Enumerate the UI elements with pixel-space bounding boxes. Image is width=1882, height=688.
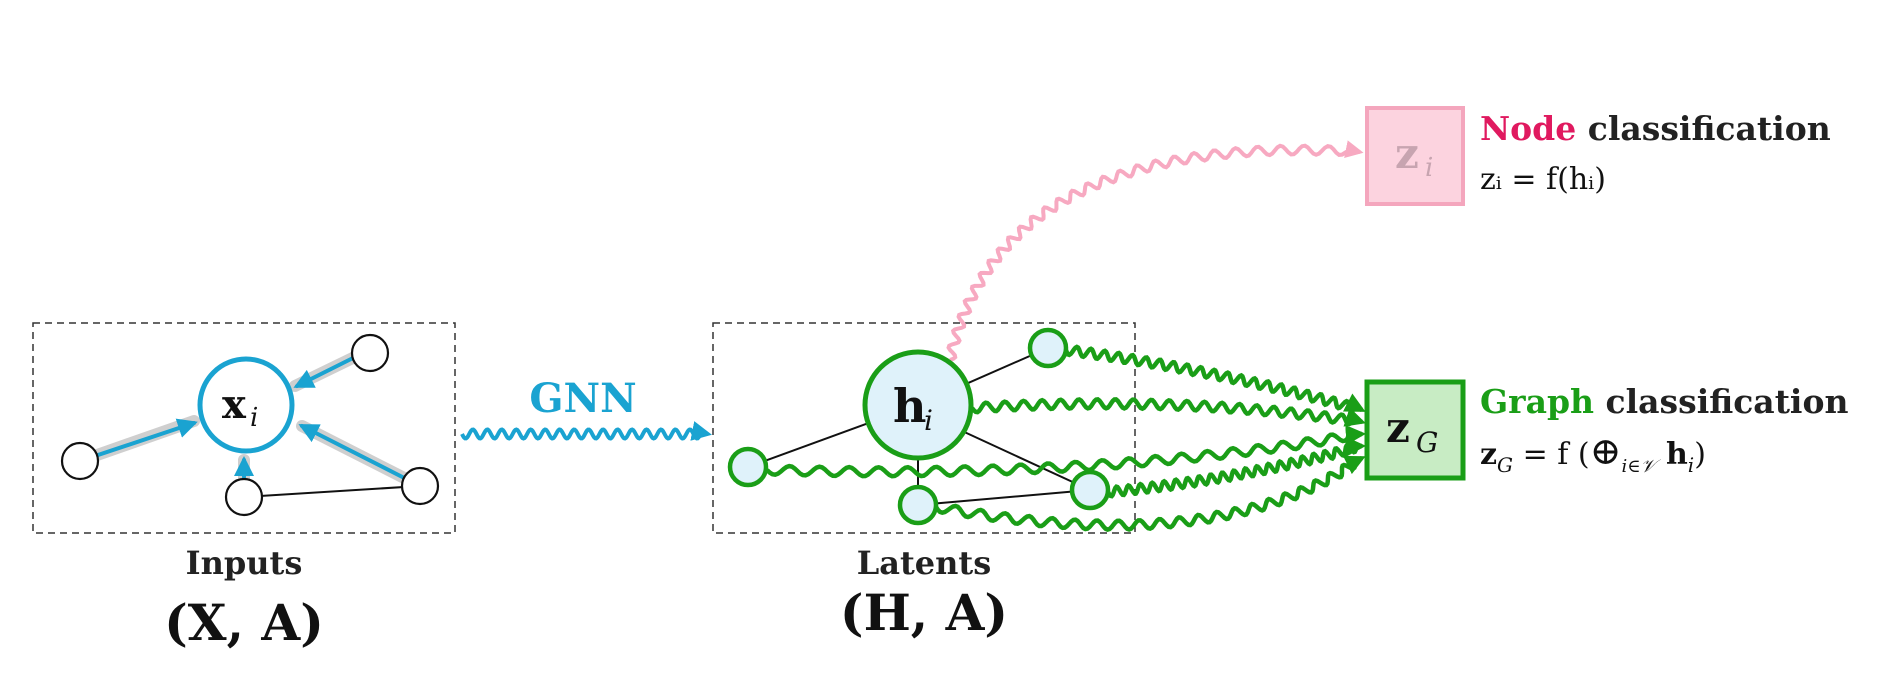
input-node	[224, 477, 264, 517]
graph-readout-arrow	[1106, 436, 1367, 499]
graph-readout-arrow	[934, 455, 1366, 532]
latents-caption-math: (H, A)	[840, 583, 1008, 642]
latent-node	[1069, 469, 1111, 511]
graph-classification-title: Graph classification	[1480, 382, 1848, 421]
graph-readout-arrow	[1063, 344, 1366, 414]
inputs-caption-math: (X, A)	[164, 593, 324, 652]
node-classification-formula: zᵢ = f(hᵢ)	[1480, 162, 1606, 197]
graph-readout-arrow	[765, 424, 1367, 479]
node-classification-title: Node classification	[1480, 109, 1831, 148]
latent-center-label: h	[893, 379, 926, 433]
latent-node	[897, 484, 939, 526]
graph-readout-arrow	[970, 397, 1366, 427]
latent-center-sub: i	[924, 404, 933, 437]
node-output-box	[1365, 106, 1465, 206]
input-node	[350, 333, 390, 373]
gnn-label: GNN	[529, 375, 636, 422]
node-output-label: z	[1395, 129, 1419, 178]
latents-neighbor-nodes	[727, 327, 1111, 526]
input-center-node	[197, 356, 295, 454]
node-classification-wavy-arrow	[946, 140, 1364, 362]
graph-readout-arrows	[765, 344, 1367, 532]
latent-node	[727, 446, 769, 488]
graph-output-box	[1364, 379, 1466, 481]
inputs-edge-plain	[243, 485, 421, 498]
inputs-dashed-box	[32, 322, 456, 534]
latent-center-node	[862, 349, 974, 461]
inputs-caption: Inputs	[186, 544, 303, 582]
gnn-wavy-arrow	[460, 421, 712, 441]
graph-output-sub: G	[1416, 426, 1438, 459]
input-center-sub: i	[250, 403, 258, 433]
latent-node	[1027, 327, 1069, 369]
input-node	[400, 466, 440, 506]
graph-output-label: z	[1386, 403, 1410, 452]
input-node	[60, 441, 100, 481]
input-center-label: x	[222, 381, 247, 428]
node-output-sub: i	[1425, 153, 1433, 183]
latents-caption: Latents	[857, 544, 991, 582]
inputs-neighbor-nodes	[60, 333, 440, 517]
graph-classification-formula: zG = f (⊕i∈𝒱 hi)	[1480, 429, 1706, 477]
latents-dashed-box	[712, 322, 1136, 534]
